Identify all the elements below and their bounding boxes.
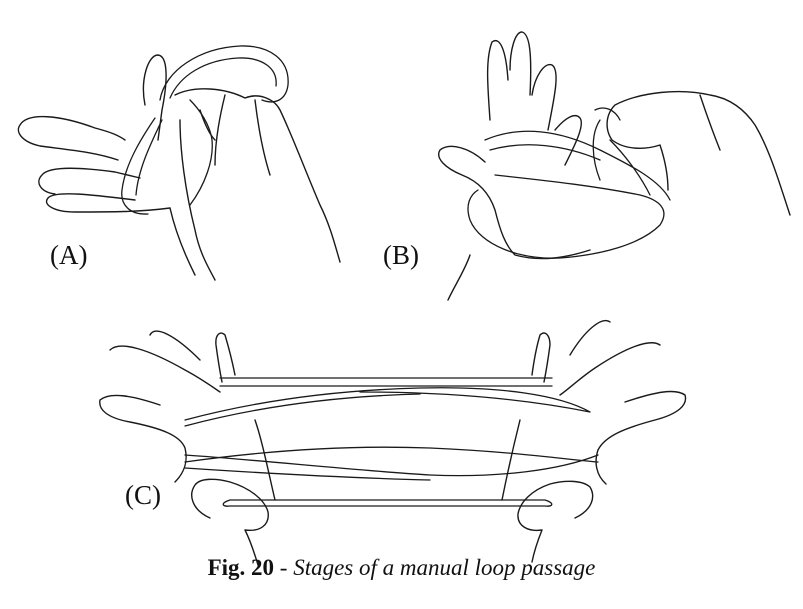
panel-c-right-hand <box>517 319 687 563</box>
panel-b-right-hand <box>606 90 791 216</box>
figure-caption: Fig. 20 - Stages of a manual loop passag… <box>0 555 803 581</box>
panel-a-string <box>121 45 289 215</box>
panel-b-drawing <box>438 31 791 301</box>
panel-b-left-hand <box>438 31 591 301</box>
panel-a-drawing <box>17 45 341 281</box>
caption-number: Fig. 20 <box>207 555 275 580</box>
panel-c-drawing <box>99 319 687 566</box>
panel-a-right-hand <box>174 88 341 281</box>
panel-c-forearms <box>254 419 521 501</box>
panel-label-a: (A) <box>50 240 88 270</box>
panel-c-string <box>184 377 599 507</box>
panel-label-c: (C) <box>125 480 161 510</box>
caption-text: Stages of a manual loop passage <box>293 555 596 580</box>
panel-a-left-hand <box>17 115 196 276</box>
panel-label-b: (B) <box>383 240 419 270</box>
panel-b-string <box>467 107 671 259</box>
panel-a-left-thumb <box>142 54 167 141</box>
caption-separator: - <box>274 555 294 580</box>
panel-c-left-hand <box>99 330 269 566</box>
